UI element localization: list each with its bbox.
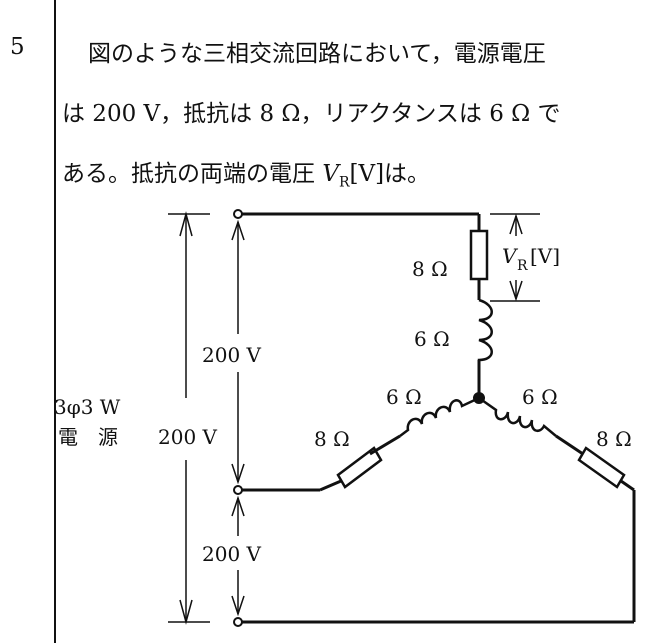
question-line-1: 図のような三相交流回路において，電源電圧: [88, 41, 546, 67]
vr-label-subscript: R: [517, 258, 528, 274]
left-resistance-label: 8 Ω: [314, 427, 350, 451]
vr-symbol: V: [322, 161, 339, 187]
question-number: 5: [10, 34, 25, 60]
resistor-right: [577, 446, 626, 489]
question-line-3: ある。抵抗の両端の電圧 VR[V]は。: [62, 144, 646, 213]
left-reactance-label: 6 Ω: [386, 385, 422, 409]
vr-subscript: R: [338, 174, 350, 191]
resistor-top: [469, 229, 489, 281]
question-line-3-a: ある。抵抗の両端の電圧: [62, 161, 323, 187]
reactor-right: [478, 396, 557, 437]
supply-voltage-total: 200 V: [158, 425, 218, 449]
question-text: 図のような三相交流回路において，電源電圧 は 200 V，抵抗は 8 Ω，リアク…: [62, 24, 646, 213]
terminal-middle: [233, 485, 243, 495]
supply-voltage-bottom: 200 V: [202, 542, 262, 566]
margin-rule: [54, 0, 56, 643]
right-resistance-label: 8 Ω: [596, 427, 632, 451]
reactor-left: [399, 396, 480, 437]
top-resistance-label: 8 Ω: [412, 257, 448, 281]
supply-voltage-top: 200 V: [202, 343, 262, 367]
question-line-3-b: [V]は。: [349, 161, 431, 187]
right-reactance-label: 6 Ω: [522, 385, 558, 409]
resistor-left: [336, 446, 383, 489]
top-reactance-label: 6 Ω: [414, 327, 450, 351]
source-label-1: 3φ3 W: [54, 395, 121, 419]
reactor-top: [477, 298, 493, 376]
source-label-2: 電 源: [58, 425, 118, 449]
terminal-top: [233, 209, 243, 219]
vr-label-symbol: V: [502, 244, 519, 268]
terminal-bottom: [233, 617, 243, 627]
question-line-2: は 200 V，抵抗は 8 Ω，リアクタンスは 6 Ω で: [62, 101, 561, 127]
vr-label-unit: [V]: [530, 244, 560, 268]
